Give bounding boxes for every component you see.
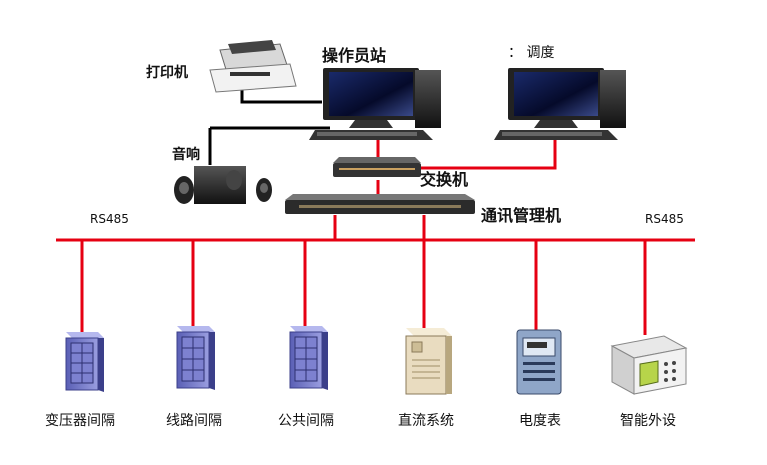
speaker-label: 音响	[172, 147, 200, 163]
switch-icon	[333, 157, 421, 177]
cabinet-icon	[176, 326, 215, 390]
device-label: 线路间隔	[166, 413, 222, 429]
device-label: 直流系统	[398, 413, 454, 429]
rs485-right-label: RS485	[645, 212, 684, 226]
rs485-left-label: RS485	[90, 212, 129, 226]
operator-computer-icon	[309, 68, 441, 140]
device-label: 电度表	[519, 413, 561, 429]
device-label: 公共间隔	[278, 413, 334, 429]
device-label: 智能外设	[620, 413, 676, 429]
switch-label: 交换机	[420, 170, 469, 189]
printer-icon	[209, 40, 297, 93]
smart-device-icon	[610, 335, 688, 395]
comm-manager-label: 通讯管理机	[481, 206, 562, 225]
operator-station-label: 操作员站	[322, 46, 387, 65]
black-links	[208, 80, 330, 165]
dispatch-computer-icon	[494, 68, 626, 140]
cabinet-icon	[65, 332, 104, 392]
manager-to-bus-links	[333, 215, 426, 240]
dc-cabinet-icon	[405, 328, 452, 395]
speaker-icon	[174, 166, 272, 204]
comm-manager-icon	[285, 194, 475, 214]
dispatch-label: ： 调度	[508, 45, 555, 61]
bus-drops	[80, 240, 647, 335]
printer-label: 打印机	[146, 65, 188, 81]
cabinet-icon	[289, 326, 328, 390]
device-label: 变压器间隔	[45, 413, 115, 429]
meter-icon	[516, 329, 562, 395]
